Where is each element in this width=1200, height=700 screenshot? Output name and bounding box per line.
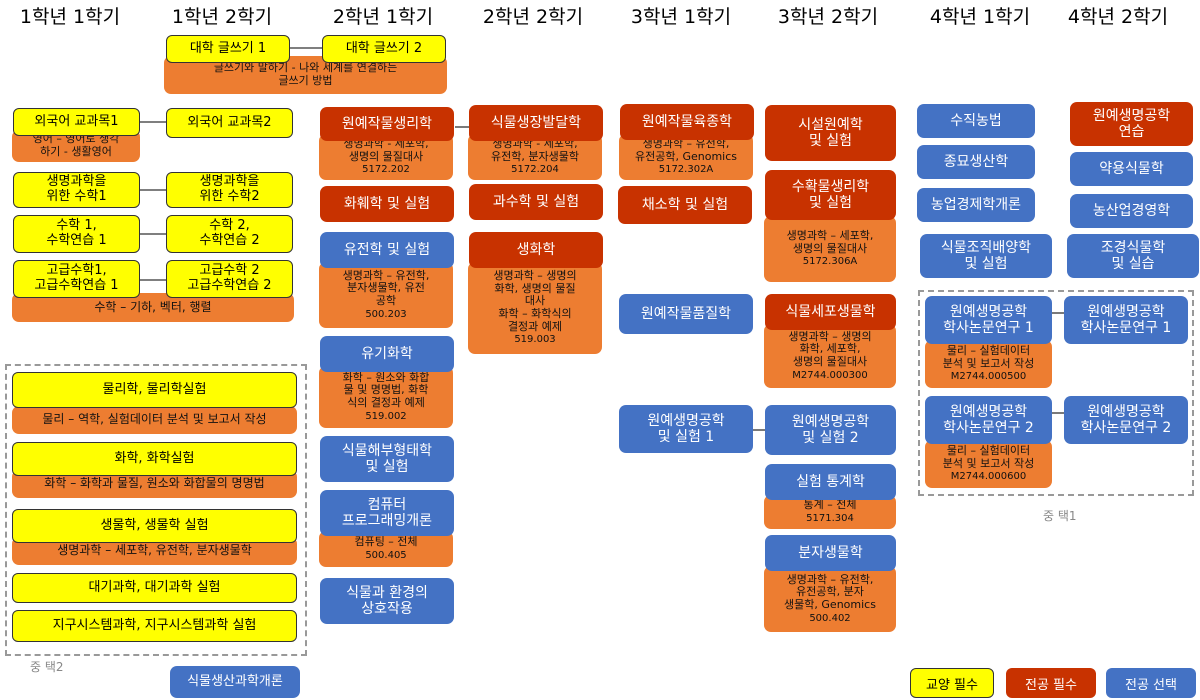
- course-floriculture-lab[interactable]: 화훼학 및 실험: [320, 186, 454, 222]
- course-pomology-lab[interactable]: 과수학 및 실험: [469, 184, 603, 220]
- course-statistics[interactable]: 실험 통계학: [765, 464, 896, 500]
- course-programming[interactable]: 컴퓨터 프로그래밍개론: [320, 490, 454, 536]
- choose-two-group: [5, 364, 307, 656]
- course-facility-horticulture[interactable]: 시설원예학 및 실험: [765, 105, 896, 161]
- course-genetics-lab[interactable]: 유전학 및 실험: [320, 232, 454, 268]
- choose-two-label: 중 택2: [30, 660, 64, 674]
- physics-note: 물리 – 역학, 실험데이터 분석 및 보고서 작성: [12, 406, 297, 434]
- legend-major-required: 전공 필수: [1006, 668, 1096, 698]
- course-writing-1[interactable]: 대학 글쓰기 1: [166, 35, 290, 63]
- course-advmath-2[interactable]: 고급수학 2 고급수학연습 2: [166, 260, 293, 298]
- course-vertical-farming[interactable]: 수직농법: [917, 104, 1035, 138]
- course-math-1[interactable]: 수학 1, 수학연습 1: [13, 215, 140, 253]
- course-thesis-2a[interactable]: 원예생명공학 학사논문연구 2: [925, 396, 1052, 444]
- course-thesis-2b[interactable]: 원예생명공학 학사논문연구 2: [1064, 396, 1188, 444]
- course-agricultural-economics[interactable]: 농업경제학개론: [917, 188, 1035, 222]
- course-writing-2[interactable]: 대학 글쓰기 2: [322, 35, 446, 63]
- legend-major-elective: 전공 선택: [1106, 668, 1196, 698]
- header-4-2: 4학년 2학기: [1067, 6, 1169, 28]
- course-biology[interactable]: 생물학, 생물학 실험: [12, 509, 297, 543]
- header-1-2: 1학년 2학기: [171, 6, 273, 28]
- course-plant-environment[interactable]: 식물과 환경의 상호작용: [320, 578, 454, 624]
- course-plant-anatomy[interactable]: 식물해부형태학 및 실험: [320, 436, 454, 482]
- course-thesis-1a[interactable]: 원예생명공학 학사논문연구 1: [925, 296, 1052, 344]
- course-math-2[interactable]: 수학 2, 수학연습 2: [166, 215, 293, 253]
- course-plant-growth[interactable]: 식물생장발달학: [469, 105, 603, 141]
- course-biotech-seminar[interactable]: 원예생명공학 연습: [1070, 102, 1193, 146]
- header-4-1: 4학년 1학기: [929, 6, 1031, 28]
- header-3-1: 3학년 1학기: [630, 6, 732, 28]
- course-chemistry[interactable]: 화학, 화학실험: [12, 442, 297, 476]
- course-crop-quality[interactable]: 원예작물품질학: [619, 294, 753, 334]
- course-atmos[interactable]: 대기과학, 대기과학 실험: [12, 573, 297, 603]
- course-biomath-1[interactable]: 생명과학을 위한 수학1: [13, 172, 140, 208]
- course-organic-chemistry[interactable]: 유기화학: [320, 336, 454, 372]
- course-medicinal-plants[interactable]: 약용식물학: [1070, 152, 1193, 186]
- header-2-2: 2학년 2학기: [482, 6, 584, 28]
- course-biotech-lab-2[interactable]: 원예생명공학 및 실험 2: [765, 405, 896, 455]
- course-biochemistry[interactable]: 생화학: [469, 232, 603, 268]
- course-earth[interactable]: 지구시스템과학, 지구시스템과학 실험: [12, 610, 297, 642]
- course-biomath-2[interactable]: 생명과학을 위한 수학2: [166, 172, 293, 208]
- course-cell-biology[interactable]: 식물세포생물학: [765, 294, 896, 330]
- choose-one-group: [918, 290, 1194, 496]
- course-postharvest[interactable]: 수확물생리학 및 실험: [765, 170, 896, 220]
- course-biotech-lab-1[interactable]: 원예생명공학 및 실험 1: [619, 405, 753, 453]
- course-breeding[interactable]: 원예작물육종학: [620, 104, 754, 140]
- course-crop-physiology[interactable]: 원예작물생리학: [320, 107, 454, 141]
- course-molecular-biology[interactable]: 분자생물학: [765, 535, 896, 571]
- choose-one-label: 중 택1: [1043, 509, 1077, 523]
- course-physics[interactable]: 물리학, 물리학실험: [12, 372, 297, 408]
- header-2-1: 2학년 1학기: [332, 6, 434, 28]
- biochem-note: 생명과학 – 생명의 화학, 생명의 물질 대사 화학 – 화학식의 결정과 예…: [468, 262, 602, 354]
- course-plant-production[interactable]: 식물생산과학개론: [170, 666, 300, 698]
- course-foreign-1[interactable]: 외국어 교과목1: [13, 108, 140, 136]
- course-landscape-plants[interactable]: 조경식물학 및 실습: [1067, 234, 1199, 278]
- legend-general-required: 교양 필수: [910, 668, 994, 698]
- course-agribusiness[interactable]: 농산업경영학: [1070, 194, 1193, 228]
- course-tissue-culture[interactable]: 식물조직배양학 및 실험: [920, 234, 1052, 278]
- course-vegetable-lab[interactable]: 채소학 및 실험: [618, 186, 752, 224]
- course-thesis-1b[interactable]: 원예생명공학 학사논문연구 1: [1064, 296, 1188, 344]
- course-seed-production[interactable]: 종묘생산학: [917, 145, 1035, 179]
- course-advmath-1[interactable]: 고급수학1, 고급수학연습 1: [13, 260, 140, 298]
- header-3-2: 3학년 2학기: [777, 6, 879, 28]
- header-1-1: 1학년 1학기: [19, 6, 121, 28]
- course-foreign-2[interactable]: 외국어 교과목2: [166, 108, 293, 138]
